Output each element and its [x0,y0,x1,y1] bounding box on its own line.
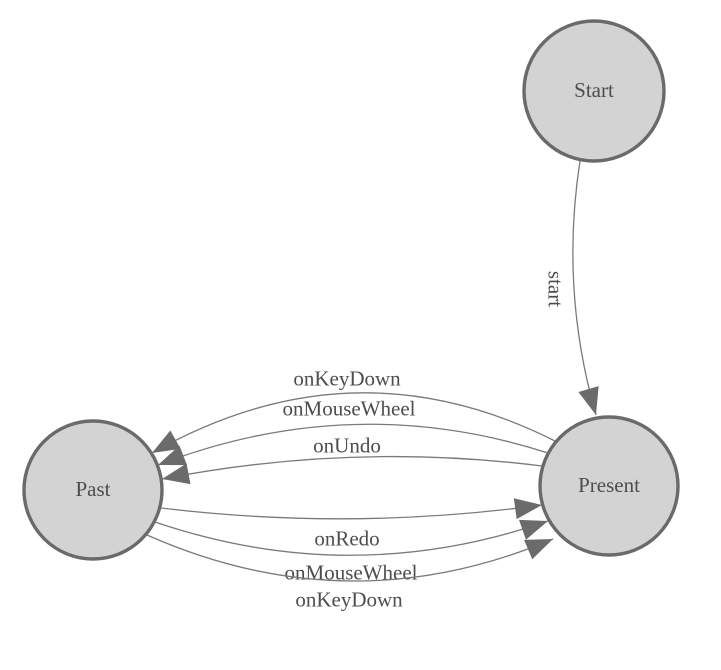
edge-present-to-past-onmousewheel: onMouseWheel [157,396,549,466]
state-label-present: Present [578,473,640,497]
node-present[interactable]: Present [538,415,680,557]
arrowhead-icon [524,539,553,560]
state-label-past: Past [75,477,110,501]
edge-past-to-present-onredo: onRedo [160,498,543,550]
edge-label-past-to-present-onkeydown: onKeyDown [295,587,403,611]
edge-path-past-to-present-onredo [160,504,543,520]
state-circle-start[interactable] [522,19,666,163]
arrowhead-icon [519,519,548,540]
arrowhead-icon [513,498,542,520]
edge-label-past-to-present-onmousewheel: onMouseWheel [285,560,418,584]
edge-past-to-present-onkeydown: onKeyDown [146,534,554,611]
edge-past-to-present-onmousewheel: onMouseWheel [154,519,549,584]
arrowhead-icon [162,463,191,485]
arrowhead-icon [152,430,181,453]
state-circle-past[interactable] [22,419,164,561]
edge-label-present-to-past-onmousewheel: onMouseWheel [283,396,416,420]
state-circle-present[interactable] [538,415,680,557]
edge-present-to-past-onkeydown: onKeyDown [151,366,556,454]
edge-present-to-past-onundo: onUndo [161,433,543,485]
edge-path-present-to-past-onkeydown [151,392,556,454]
edge-path-start-to-present [572,160,597,416]
arrowhead-icon [578,386,599,415]
node-start[interactable]: Start [522,19,666,163]
edge-label-present-to-past-onkeydown: onKeyDown [293,366,401,390]
edge-label-past-to-present-onredo: onRedo [314,526,379,550]
edge-label-start-to-present: start [544,271,568,307]
arrowhead-icon [158,445,187,466]
edge-path-past-to-present-onmousewheel [154,520,549,556]
edge-path-past-to-present-onkeydown [146,534,554,582]
edge-path-present-to-past-onundo [161,455,543,480]
edge-label-present-to-past-onundo: onUndo [313,433,381,457]
state-label-start: Start [574,78,614,102]
edge-start-to-present: start [544,160,599,416]
edge-path-present-to-past-onmousewheel [157,423,549,466]
node-past[interactable]: Past [22,419,164,561]
